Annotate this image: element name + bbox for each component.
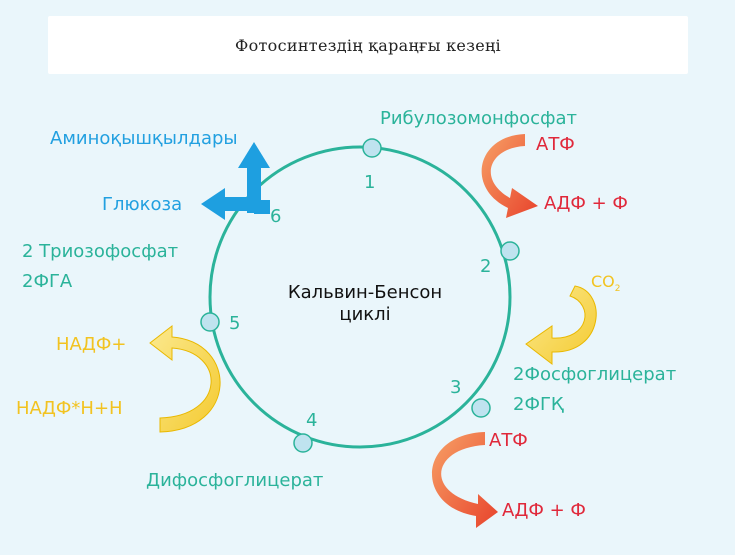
label-adp-top: АДФ + Ф — [544, 193, 628, 214]
node-number-1: 1 — [364, 172, 376, 193]
label-co2: CO2 — [591, 272, 621, 295]
label-pga: 2ФГҚ — [513, 394, 564, 415]
output-arrows — [201, 142, 270, 220]
cycle-node-1 — [362, 138, 382, 158]
atp-arrow-top — [481, 134, 538, 218]
node-number-2: 2 — [480, 256, 492, 277]
nadp-arrow — [149, 324, 221, 433]
label-pga-aldehyde: 2ФГА — [22, 271, 73, 292]
label-diphosphoglycerate: Дифосфоглицерат — [146, 470, 324, 491]
cycle-node-2 — [500, 241, 520, 261]
co2-arrow — [525, 285, 597, 366]
label-atp-bottom: АТФ — [489, 430, 528, 451]
label-adp-bottom: АДФ + Ф — [502, 500, 586, 521]
label-phosphoglycerate: 2Фосфоглицерат — [513, 364, 677, 385]
node-number-3: 3 — [450, 377, 462, 398]
calvin-cycle-ring — [208, 145, 512, 449]
atp-arrow-bottom — [432, 432, 498, 528]
cycle-node-5 — [200, 312, 220, 332]
cycle-node-4 — [293, 433, 313, 453]
cycle-center-label: Кальвин-Бенсон циклі — [255, 282, 475, 326]
label-amino-acids: Аминоқышқылдары — [50, 128, 238, 149]
label-nadph: НАДФ*Н+Н — [16, 398, 123, 419]
label-glucose: Глюкоза — [102, 194, 183, 215]
label-ribulose-phosphate: Рибулозомонфосфат — [380, 108, 577, 129]
node-number-5: 5 — [229, 313, 241, 334]
cycle-name-line2: циклі — [339, 304, 391, 325]
cycle-node-3 — [471, 398, 491, 418]
label-nadp: НАДФ+ — [56, 334, 127, 355]
label-triose-phosphate: 2 Триозофосфат — [22, 241, 179, 262]
title-box: Фотосинтездің қараңғы кезеңі — [48, 16, 688, 74]
node-number-4: 4 — [306, 410, 318, 431]
diagram-title: Фотосинтездің қараңғы кезеңі — [235, 35, 501, 55]
cycle-name-line1: Кальвин-Бенсон — [287, 282, 443, 303]
label-atp-top: АТФ — [536, 134, 575, 155]
node-number-6: 6 — [270, 206, 282, 227]
